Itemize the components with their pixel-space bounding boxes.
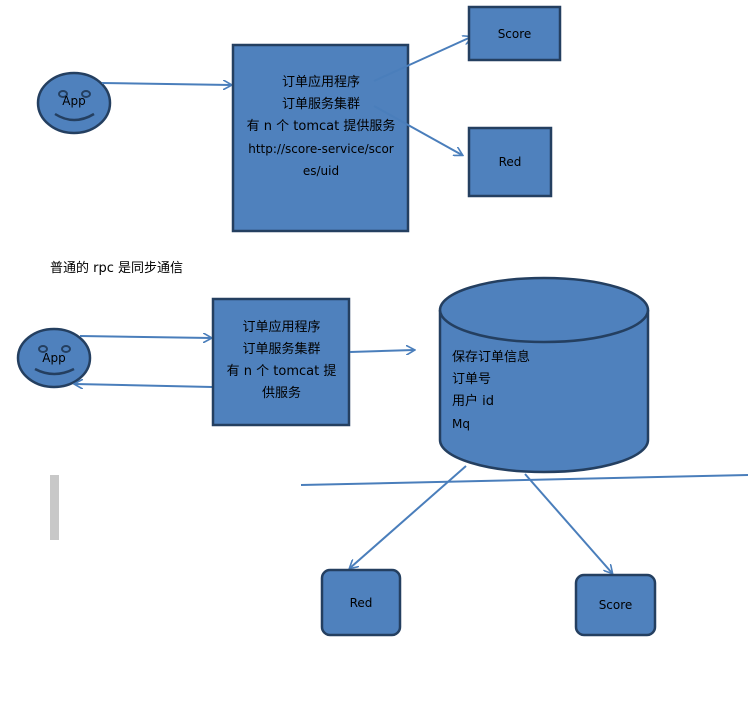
score-label-bottom: Score bbox=[598, 598, 633, 612]
db-line: 订单号 bbox=[452, 372, 492, 387]
divider-line bbox=[300, 474, 748, 486]
arrow-service-to-app-bottom bbox=[75, 384, 213, 387]
database-cylinder bbox=[438, 276, 650, 474]
red-box-top bbox=[467, 126, 553, 198]
arrow-db-to-score bbox=[524, 473, 612, 573]
arrow-service-to-red bbox=[373, 105, 462, 155]
service-line: 订单应用程序 bbox=[242, 320, 321, 335]
service-line: http://score-service/scor bbox=[248, 142, 394, 156]
service-box-top bbox=[231, 43, 410, 233]
red-label-top: Red bbox=[498, 155, 522, 169]
score-box-top bbox=[467, 5, 562, 62]
arrow-app-to-service-top bbox=[101, 83, 231, 85]
service-box-bottom bbox=[211, 297, 351, 427]
service-line: 有 n 个 tomcat 提 bbox=[226, 364, 337, 379]
service-box-bottom-text: 订单应用程序 订单服务集群 有 n 个 tomcat 提 供服务 bbox=[215, 317, 348, 405]
app-label-top: App bbox=[62, 94, 86, 108]
arrow-service-to-db bbox=[349, 350, 414, 352]
arrow-db-to-red bbox=[350, 465, 467, 568]
scrollbar[interactable] bbox=[50, 475, 59, 540]
score-label-top: Score bbox=[497, 27, 532, 41]
app-smiley-top bbox=[36, 71, 112, 135]
service-line: 订单应用程序 bbox=[281, 75, 360, 90]
db-line: 保存订单信息 bbox=[452, 350, 531, 365]
caption-text: 普通的 rpc 是同步通信 bbox=[50, 261, 184, 276]
app-smiley-bottom bbox=[16, 327, 92, 389]
service-line: 供服务 bbox=[261, 386, 301, 401]
service-line: 订单服务集群 bbox=[242, 342, 321, 357]
arrow-app-to-service-bottom bbox=[79, 336, 211, 338]
db-text: 保存订单信息 订单号 用户 id Mq bbox=[452, 347, 632, 435]
arrow-service-to-score bbox=[373, 37, 471, 82]
red-box-bottom bbox=[320, 568, 402, 637]
red-label-bottom: Red bbox=[349, 596, 373, 610]
db-line: Mq bbox=[452, 417, 470, 431]
service-line: 订单服务集群 bbox=[281, 97, 360, 112]
service-box-top-text: 订单应用程序 订单服务集群 有 n 个 tomcat 提供服务 http://s… bbox=[235, 72, 407, 182]
service-line: 有 n 个 tomcat 提供服务 bbox=[246, 119, 396, 134]
service-line: es/uid bbox=[302, 164, 340, 178]
db-line: 用户 id bbox=[452, 394, 494, 409]
app-label-bottom: App bbox=[42, 351, 66, 365]
score-box-bottom bbox=[574, 573, 657, 637]
